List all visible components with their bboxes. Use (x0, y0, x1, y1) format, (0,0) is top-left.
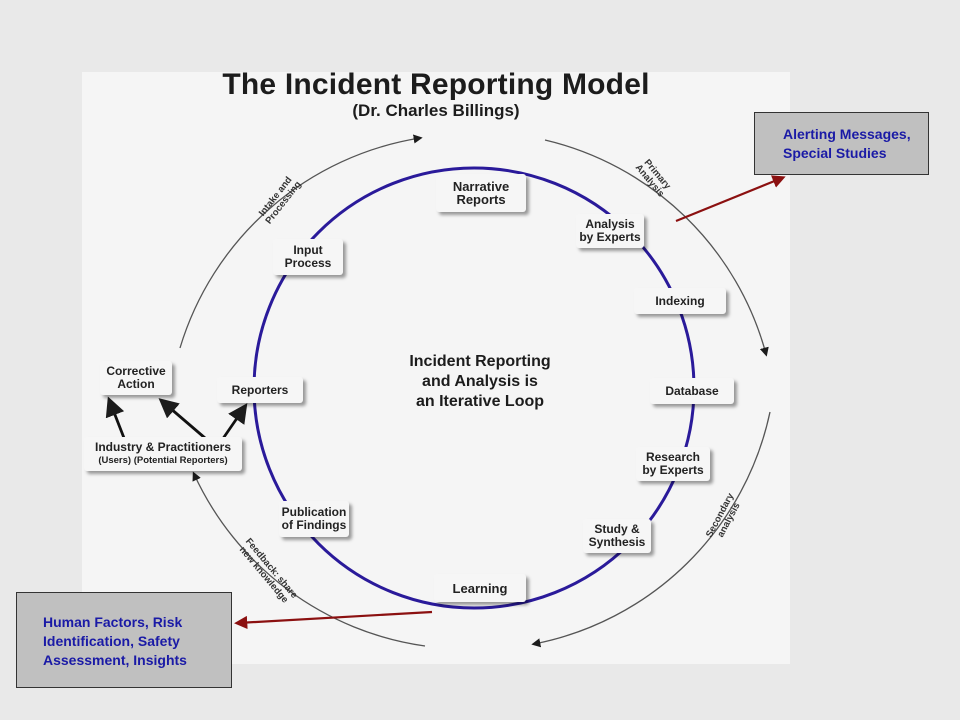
node-publication-of-findings: Publication of Findings (279, 501, 349, 537)
node-input-process: Input Process (273, 239, 343, 275)
industry-sublabel: (Users) (Potential Reporters) (98, 455, 228, 466)
note-alerting-messages: Alerting Messages, Special Studies (754, 112, 929, 175)
node-narrative-reports: Narrative Reports (436, 174, 526, 212)
node-research-by-experts: Research by Experts (636, 447, 710, 481)
node-study-synthesis: Study & Synthesis (583, 519, 651, 553)
arrow-industry-to-corrective-right (158, 398, 206, 440)
arrow-industry-to-corrective-left (105, 396, 126, 439)
diagram-title: The Incident Reporting Model (222, 68, 650, 101)
industry-label: Industry & Practitioners (94, 440, 232, 454)
node-corrective-action: Corrective Action (100, 361, 172, 395)
node-indexing: Indexing (634, 288, 726, 314)
center-statement: Incident Reporting and Analysis is an It… (409, 353, 551, 410)
callout-arrow-human-factors (234, 610, 433, 630)
feedback-arc (192, 471, 426, 647)
secondary-analysis-arc (531, 411, 771, 648)
intake-arc (179, 134, 423, 349)
node-reporters: Reporters (217, 377, 303, 403)
arrow-industry-to-reporters (220, 403, 248, 441)
node-analysis-by-experts: Analysis by Experts (576, 214, 644, 248)
callout-arrow-alerting (675, 175, 786, 223)
note-human-factors: Human Factors, Risk Identification, Safe… (16, 592, 232, 688)
node-database: Database (650, 378, 734, 404)
node-learning: Learning (434, 574, 526, 602)
diagram-subtitle: (Dr. Charles Billings) (352, 101, 520, 120)
node-industry-practitioners: Industry & Practitioners (Users) (Potent… (84, 437, 242, 471)
